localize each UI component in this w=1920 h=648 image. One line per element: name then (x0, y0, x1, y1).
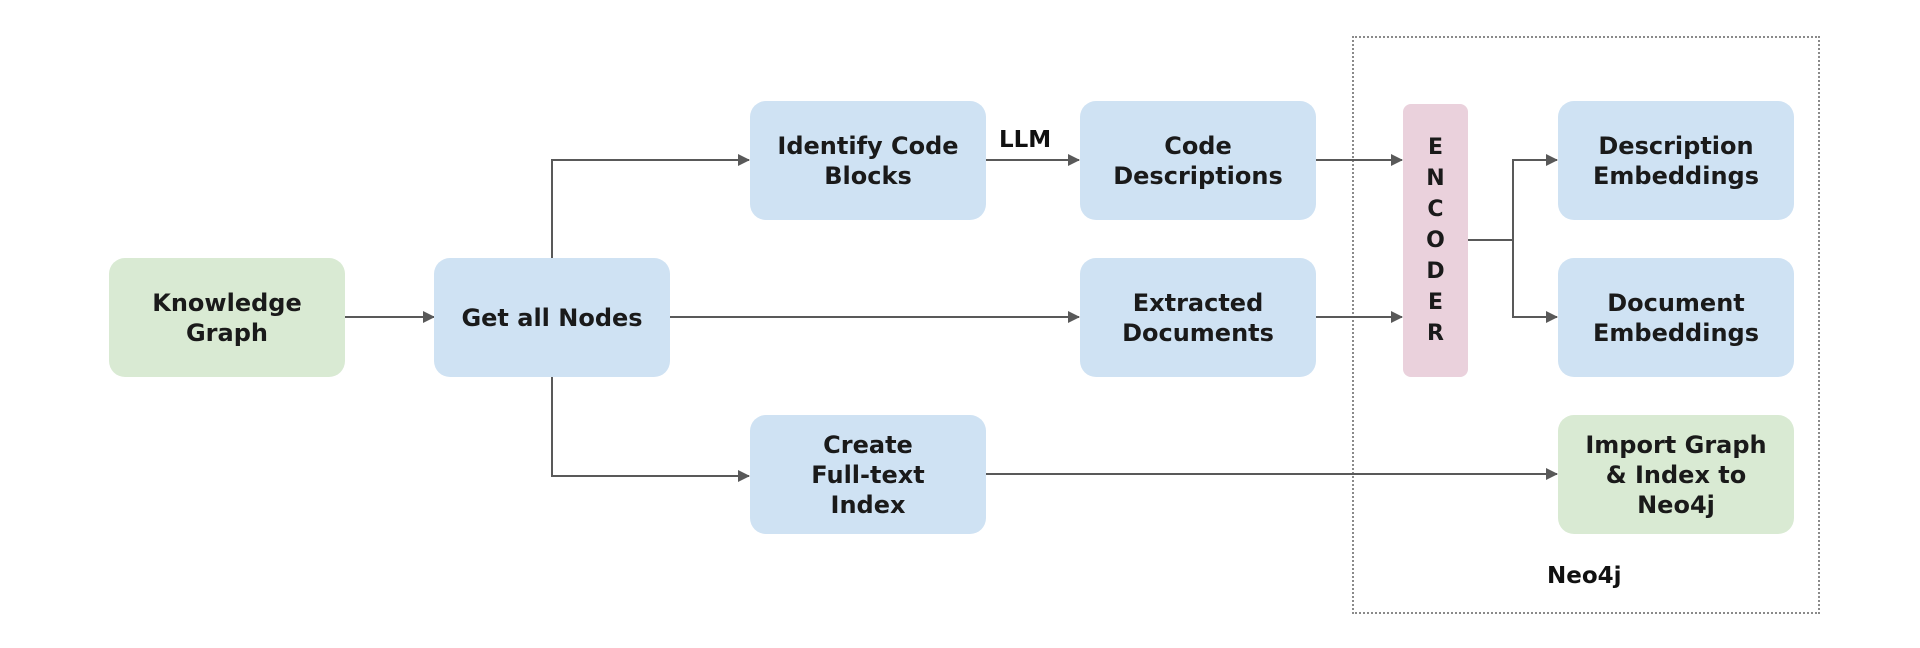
document-embeddings-node: Document Embeddings (1558, 258, 1794, 377)
identify-code-blocks-label: Identify Code Blocks (777, 131, 959, 190)
neo4j-label: Neo4j (1547, 563, 1622, 589)
llm-label: LLM (999, 127, 1052, 153)
description-embeddings-node: Description Embeddings (1558, 101, 1794, 220)
neo4j-container (1352, 36, 1820, 614)
encoder-node: E N C O D E R (1403, 104, 1468, 377)
knowledge-graph-node: Knowledge Graph (109, 258, 345, 377)
arrow-encoder-to-desc-emb (1512, 154, 1558, 240)
create-fulltext-index-label: Create Full-text Index (811, 430, 925, 519)
extracted-documents-node: Extracted Documents (1080, 258, 1316, 377)
encoder-letter: O (1426, 228, 1445, 253)
create-fulltext-index-node: Create Full-text Index (750, 415, 986, 534)
encoder-letter: E (1427, 290, 1443, 315)
encoder-letter: N (1426, 166, 1445, 191)
arrow-get-nodes-to-fulltext (551, 377, 750, 482)
code-descriptions-label: Code Descriptions (1113, 131, 1283, 190)
encoder-letter: E (1427, 135, 1443, 160)
encoder-letters: E N C O D E R (1426, 104, 1445, 377)
get-all-nodes-label: Get all Nodes (461, 303, 643, 332)
code-descriptions-node: Code Descriptions (1080, 101, 1316, 220)
arrow-get-nodes-to-identify (551, 154, 750, 258)
get-all-nodes-node: Get all Nodes (434, 258, 670, 377)
knowledge-graph-label: Knowledge Graph (152, 288, 302, 347)
extracted-documents-label: Extracted Documents (1122, 288, 1274, 347)
arrow-encoder-to-doc-emb (1512, 240, 1558, 323)
document-embeddings-label: Document Embeddings (1593, 288, 1759, 347)
identify-code-blocks-node: Identify Code Blocks (750, 101, 986, 220)
encoder-letter: R (1427, 321, 1444, 346)
import-graph-label: Import Graph & Index to Neo4j (1585, 430, 1767, 519)
import-graph-node: Import Graph & Index to Neo4j (1558, 415, 1794, 534)
encoder-letter: C (1427, 197, 1444, 222)
description-embeddings-label: Description Embeddings (1593, 131, 1759, 190)
encoder-letter: D (1426, 259, 1445, 284)
